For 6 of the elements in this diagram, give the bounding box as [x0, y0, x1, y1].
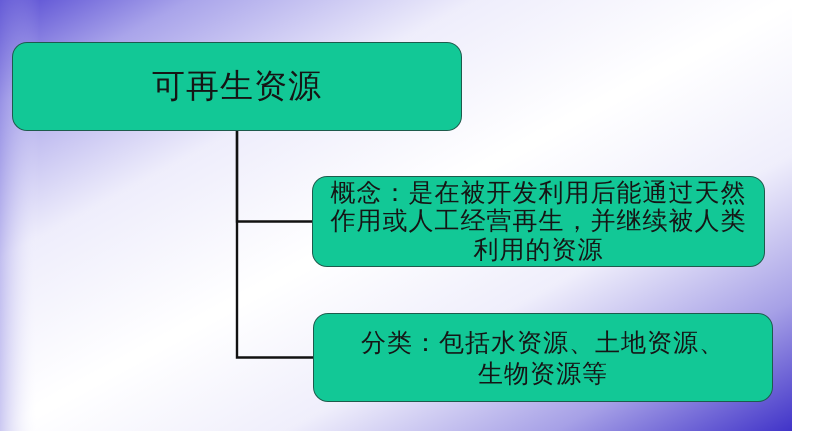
box-text: 概念：是在被开发利用后能通过天然作用或人工经营再生，并继续被人类利用的资源	[330, 178, 748, 264]
branch-box	[313, 313, 773, 402]
root-box	[12, 42, 462, 131]
box-text: 分类：包括水资源、土地资源、生物资源等	[360, 326, 726, 388]
connector-line	[236, 131, 313, 359]
box-title: 可再生资源	[152, 65, 322, 108]
